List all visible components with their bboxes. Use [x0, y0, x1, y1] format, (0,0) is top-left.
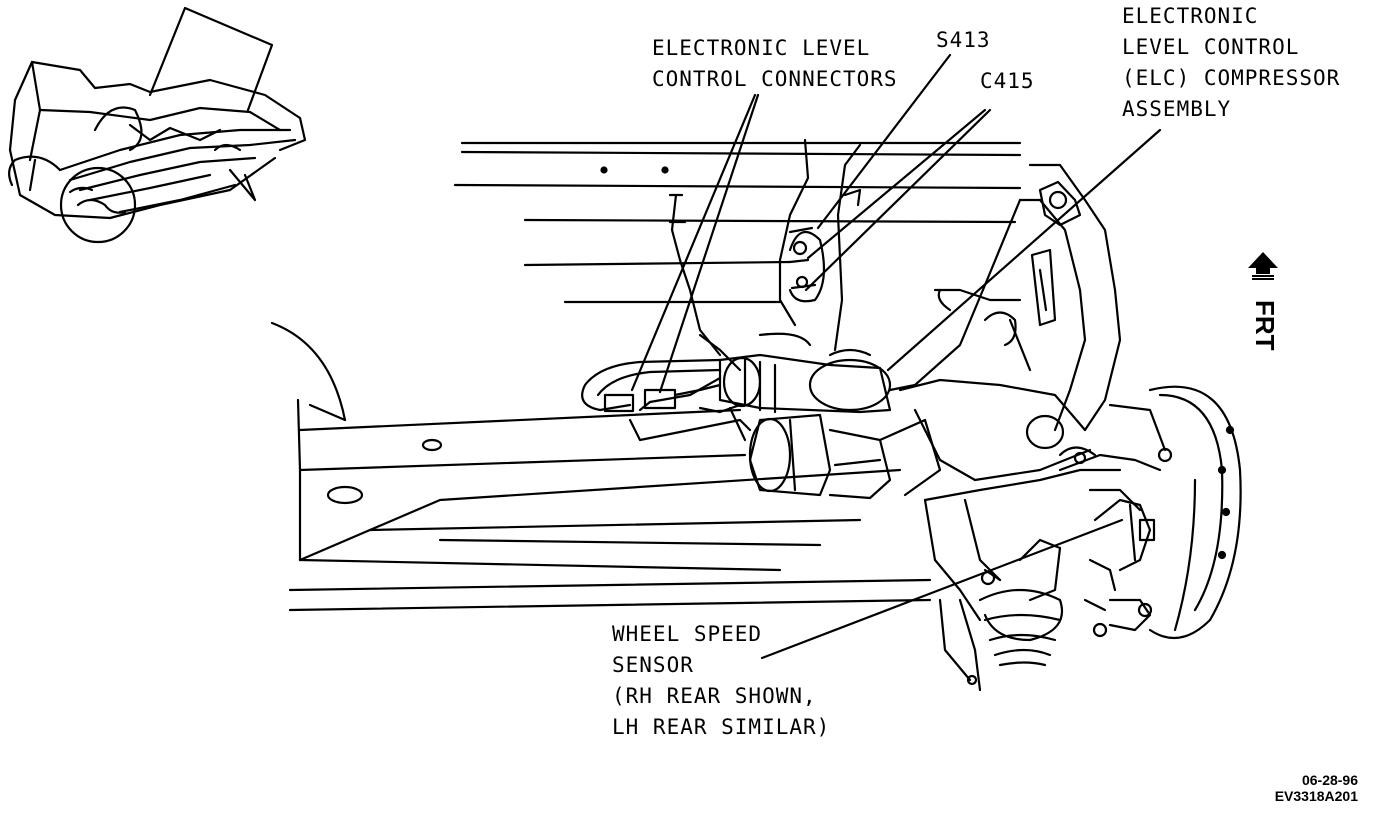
front-indicator-label: FRT [1250, 300, 1280, 351]
connector-bracket [668, 138, 862, 357]
label-s413: S413 [936, 25, 991, 56]
label-line: ASSEMBLY [1122, 97, 1232, 121]
label-c415: C415 [980, 66, 1035, 97]
label-elc-compressor: ELECTRONIC LEVEL CONTROL (ELC) COMPRESSO… [1122, 1, 1340, 125]
arrow-up-icon [1248, 252, 1278, 274]
label-line: LH REAR SIMILAR) [612, 715, 831, 739]
figure-code: EV3318A201 [1274, 788, 1358, 804]
label-elc-connectors: ELECTRONIC LEVEL CONTROL CONNECTORS [652, 33, 898, 95]
label-line: CONTROL CONNECTORS [652, 67, 898, 91]
label-line: LEVEL CONTROL [1122, 35, 1300, 59]
rear-suspension-knuckle [888, 163, 1162, 692]
label-line: ELECTRONIC [1122, 4, 1259, 28]
label-line: (ELC) COMPRESSOR [1122, 66, 1341, 90]
elc-compressor [718, 348, 942, 500]
label-line: S413 [936, 28, 991, 52]
vehicle-body-structure [270, 141, 1022, 612]
label-line: WHEEL SPEED [612, 622, 763, 646]
figure-date: 06-28-96 [1301, 772, 1358, 788]
label-line: ELECTRONIC LEVEL [652, 36, 871, 60]
leader-lines [630, 53, 1162, 660]
label-line: SENSOR [612, 653, 694, 677]
label-wheel-speed-sensor: WHEEL SPEED SENSOR (RH REAR SHOWN, LH RE… [612, 619, 830, 743]
vehicle-locator-inset [8, 6, 307, 244]
label-line: C415 [980, 69, 1035, 93]
brake-rotor-and-spring [978, 385, 1242, 667]
label-line: (RH REAR SHOWN, [612, 684, 817, 708]
figure-reference: 06-28-96 EV3318A201 [1240, 772, 1358, 804]
